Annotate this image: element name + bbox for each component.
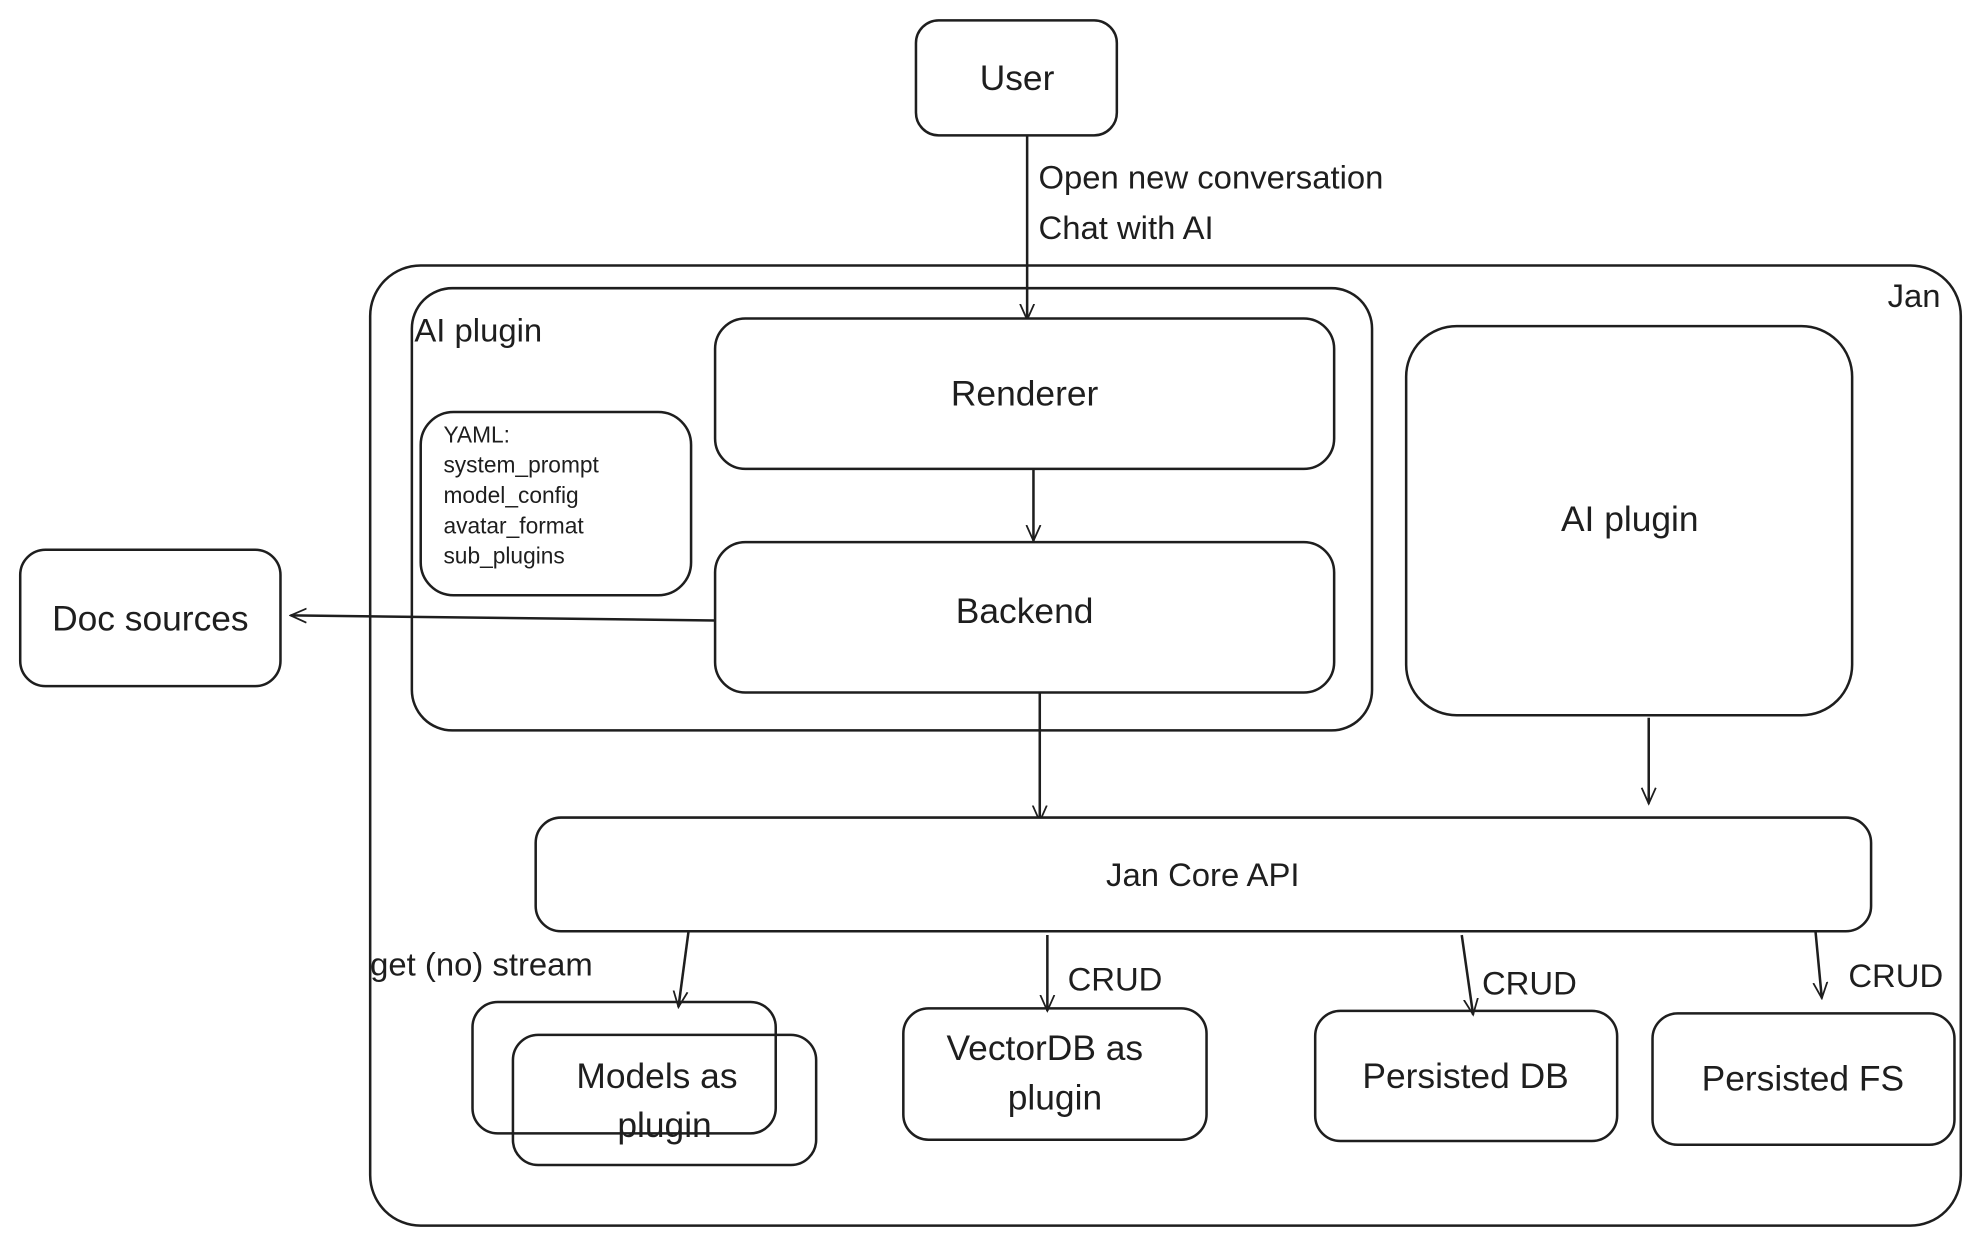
renderer-node [713, 317, 1336, 471]
models-node-front [511, 1033, 818, 1167]
vectordb-node [902, 1007, 1208, 1141]
arrow-core-db [1460, 934, 1473, 1015]
arrow-core-fs [1815, 931, 1821, 998]
edge-label-open-conversation: Open new conversation [1039, 158, 1384, 195]
edge-label-crud: CRUD [1482, 964, 1577, 1001]
edge-label-chat-ai: Chat with AI [1039, 209, 1214, 246]
vectordb-label: VectorDB as [947, 1029, 1144, 1068]
yaml-line: model_config [443, 482, 578, 508]
edge-label-crud: CRUD [1068, 961, 1163, 998]
yaml-line: sub_plugins [443, 543, 564, 569]
doc-sources-label: Doc sources [52, 600, 249, 639]
edge-label-stream: get (no) stream [370, 945, 593, 982]
backend-label: Backend [956, 592, 1094, 631]
yaml-config-box [419, 410, 693, 597]
vectordb-label: plugin [1008, 1078, 1102, 1117]
user-label: User [980, 59, 1055, 98]
ai-plugin-right-node [1404, 324, 1854, 717]
user-node [914, 19, 1119, 137]
edge-label-crud: CRUD [1848, 957, 1943, 994]
jan-core-api-label: Jan Core API [1106, 856, 1299, 893]
arrow-backend-docsources [291, 615, 716, 620]
yaml-line: system_prompt [443, 452, 599, 478]
ai-plugin-group-label: AI plugin [414, 311, 542, 348]
jan-label: Jan [1888, 277, 1941, 314]
yaml-line: YAML: [443, 421, 510, 447]
yaml-line: avatar_format [443, 512, 584, 538]
ai-plugin-right-label: AI plugin [1561, 500, 1699, 539]
renderer-label: Renderer [951, 375, 1099, 414]
backend-node [713, 540, 1336, 694]
persisted-db-label: Persisted DB [1362, 1057, 1568, 1096]
persisted-fs-label: Persisted FS [1702, 1059, 1904, 1098]
arrow-core-models [678, 931, 690, 1007]
doc-sources-node [18, 548, 282, 688]
persisted-fs-node [1651, 1012, 1956, 1147]
jan-core-api-node [534, 816, 1873, 933]
models-label: Models as [576, 1057, 737, 1096]
models-label: plugin [617, 1106, 711, 1145]
